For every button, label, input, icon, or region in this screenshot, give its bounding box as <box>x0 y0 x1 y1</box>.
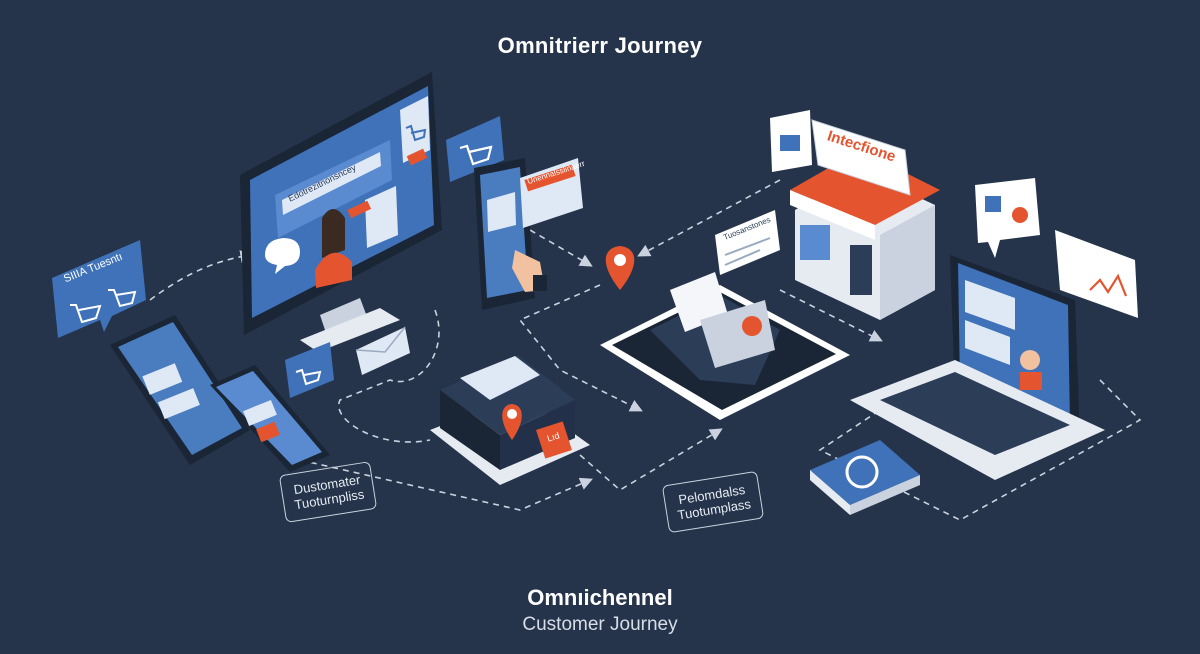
person-illustration <box>315 209 352 288</box>
connector-monitor-to-package <box>337 309 440 443</box>
cart-icon <box>70 304 102 324</box>
location-pin-icon <box>605 246 635 290</box>
connector-laptop-loop <box>818 379 1142 521</box>
storefront-icon <box>770 110 940 320</box>
flow-connectors <box>149 179 1142 521</box>
envelope-icon <box>355 326 410 375</box>
tablet-left <box>110 315 250 465</box>
package-box <box>430 355 590 485</box>
phone-left <box>210 365 330 472</box>
payment-terminal-icon <box>600 272 850 420</box>
desktop-monitor <box>240 72 442 352</box>
phone-center <box>474 158 583 310</box>
connector-phone-to-pin <box>529 229 593 267</box>
laptop-right <box>850 255 1105 480</box>
footer-title: Omnıichennel <box>527 585 673 610</box>
small-cart-tile <box>285 342 334 398</box>
diagram-title: Omnitrierr Journey <box>497 33 703 58</box>
connector-tablet-loop <box>299 459 593 511</box>
cart-icon <box>405 124 427 142</box>
connector-chat-to-monitor <box>149 250 254 301</box>
store-bubble <box>715 210 780 275</box>
cart-icon <box>459 144 493 166</box>
cart-icon <box>108 289 137 308</box>
chat-icon <box>265 238 300 274</box>
badge-tile <box>810 440 920 515</box>
footer-subtitle: Customer Journey <box>522 614 678 635</box>
right-bubbles <box>975 178 1138 318</box>
chat-bubble-left <box>52 240 146 338</box>
connector-terminal-to-laptop <box>779 289 883 342</box>
connector-store-to-pin <box>637 179 781 257</box>
